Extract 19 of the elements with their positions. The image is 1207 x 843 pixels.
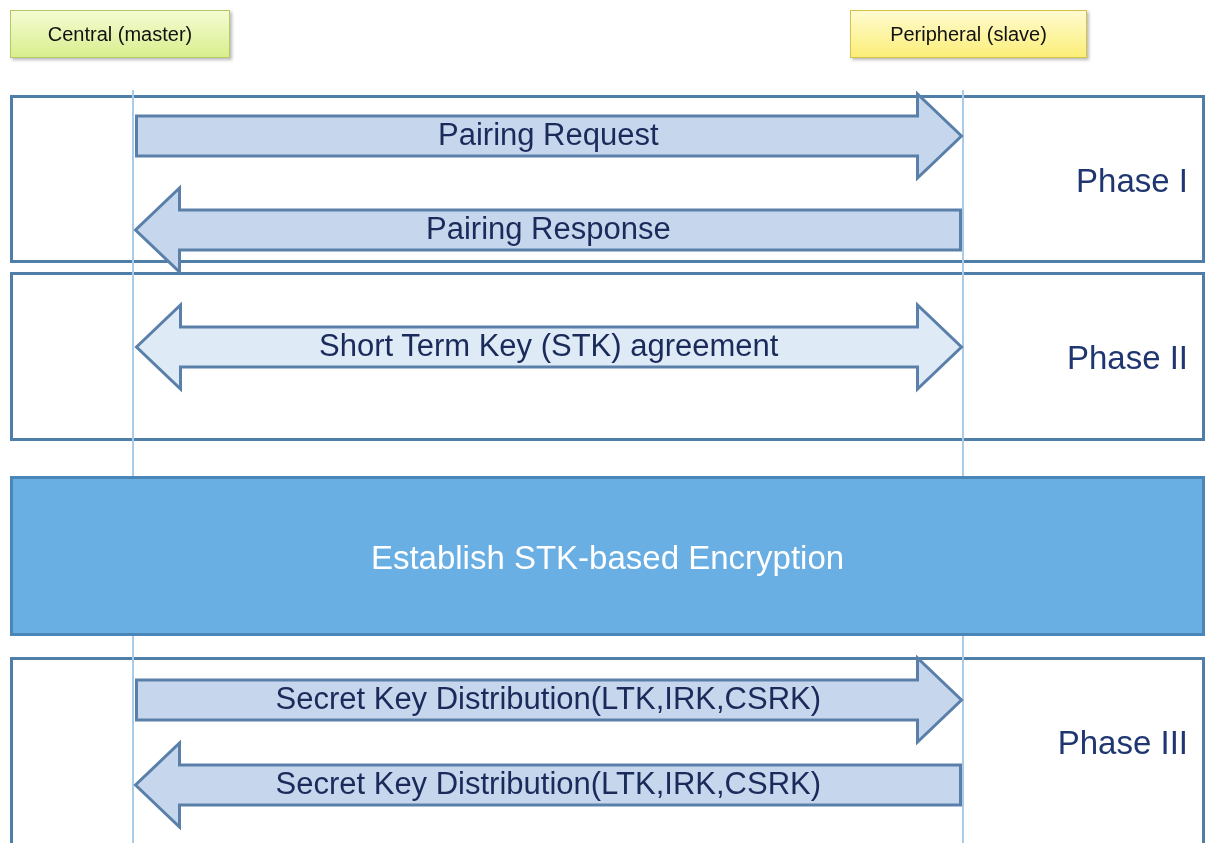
phase-label: Phase III <box>1057 724 1188 762</box>
participant-label: Central (master) <box>10 10 230 58</box>
phase-label: Phase II <box>1066 339 1188 377</box>
edge-label: Pairing Response <box>426 212 671 246</box>
edge-label: Secret Key Distribution(LTK,IRK,CSRK) <box>275 682 822 716</box>
block-arrow <box>134 301 964 393</box>
edge-label: Short Term Key (STK) agreement <box>319 329 779 363</box>
phase-box <box>10 272 1205 441</box>
block-arrow <box>135 654 964 746</box>
process-band <box>10 476 1205 636</box>
edge-label: Pairing Request <box>438 118 659 152</box>
phase-box <box>10 95 1205 263</box>
block-arrow <box>135 90 964 182</box>
participant-label: Peripheral (slave) <box>850 10 1087 58</box>
edge-label: Secret Key Distribution(LTK,IRK,CSRK) <box>275 767 822 801</box>
band-label: Establish STK-based Encryption <box>369 539 846 577</box>
block-arrow <box>133 184 962 276</box>
phase-label: Phase I <box>1076 162 1188 200</box>
block-arrow <box>133 739 962 831</box>
